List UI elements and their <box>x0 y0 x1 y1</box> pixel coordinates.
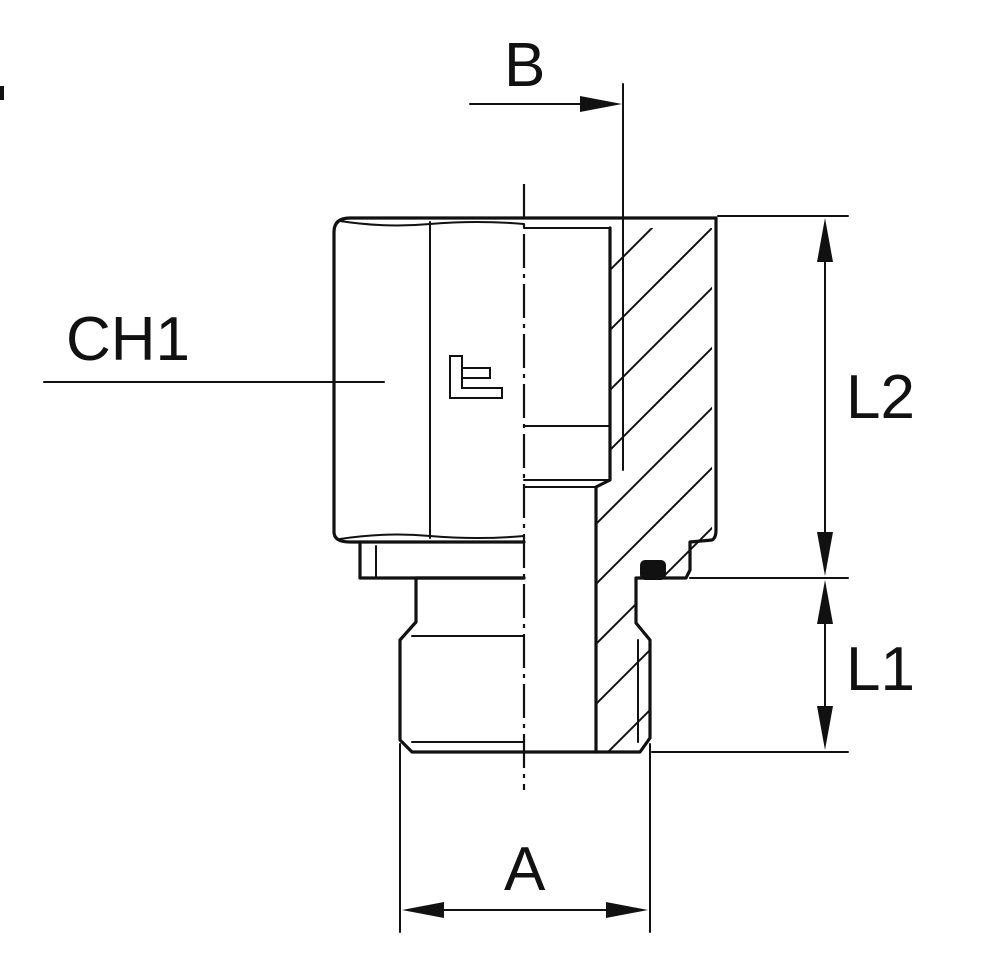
label-b: B <box>504 31 545 100</box>
collar-and-stud-outline <box>358 540 526 754</box>
label-ch1: CH1 <box>66 305 190 374</box>
section-outline <box>522 216 718 754</box>
hex-body-outline <box>332 216 526 544</box>
dimension-l1 <box>651 580 849 753</box>
label-l2: L2 <box>846 363 915 432</box>
label-a: A <box>504 835 546 904</box>
logo-mark <box>449 355 503 399</box>
seal-ring <box>640 560 666 580</box>
section-hatching <box>596 228 712 752</box>
dimension-b <box>469 83 624 223</box>
label-l1: L1 <box>846 635 915 704</box>
edge-mark <box>0 86 4 100</box>
dimension-l2 <box>689 215 849 579</box>
dimension-a <box>399 743 651 933</box>
